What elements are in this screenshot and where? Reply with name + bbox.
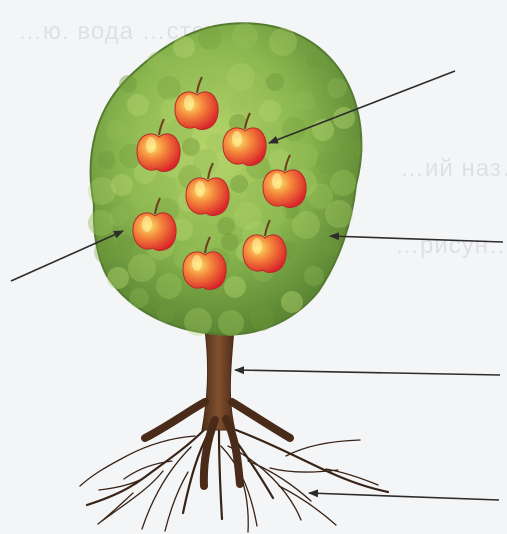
root-branch xyxy=(270,468,338,472)
root-branch xyxy=(219,431,222,519)
trunk xyxy=(145,330,290,486)
apple-highlight xyxy=(184,95,194,111)
leaf-cluster xyxy=(304,266,324,286)
leaf-cluster xyxy=(227,63,255,91)
apple-highlight xyxy=(252,238,262,254)
leaf-cluster xyxy=(321,238,339,256)
leaf-cluster xyxy=(221,233,239,251)
leaf-cluster xyxy=(316,151,340,175)
leaf-cluster xyxy=(339,137,363,161)
leaf-cluster xyxy=(269,28,297,56)
apple-highlight xyxy=(142,216,152,232)
apple-highlight xyxy=(272,173,282,189)
apple-body xyxy=(223,128,266,166)
leaf-cluster xyxy=(107,267,129,289)
apple-highlight xyxy=(146,137,156,153)
leaf-cluster xyxy=(111,174,133,196)
root-branch xyxy=(99,478,144,490)
apple-body xyxy=(133,213,176,251)
apple-body xyxy=(137,134,180,172)
root-branch xyxy=(286,440,360,456)
leaf-cluster xyxy=(198,26,222,50)
root-branch xyxy=(98,493,133,524)
leaf-cluster xyxy=(232,23,258,49)
leaf-cluster xyxy=(295,91,315,111)
leaf-cluster xyxy=(259,100,281,122)
leaf-cluster xyxy=(266,73,284,91)
tree-crown xyxy=(88,23,363,336)
root-branch xyxy=(279,486,336,525)
leaf-cluster xyxy=(119,75,137,93)
apple-highlight xyxy=(192,255,202,271)
leaf-cluster xyxy=(117,235,135,253)
leaf-cluster xyxy=(218,310,244,336)
leaf-cluster xyxy=(157,305,175,323)
leaf-cluster xyxy=(228,93,248,113)
root-branch xyxy=(248,461,311,501)
apple-highlight xyxy=(195,181,205,197)
leaf-cluster xyxy=(327,78,347,98)
crown-arrow xyxy=(330,236,503,242)
leaf-cluster xyxy=(127,94,149,116)
leaf-cluster xyxy=(250,307,274,331)
leaf-cluster xyxy=(224,276,246,298)
root-branch xyxy=(142,447,191,529)
trunk-arrow xyxy=(235,370,500,375)
leaf-cluster xyxy=(307,51,325,69)
apple-body xyxy=(183,252,226,290)
leaf-cluster xyxy=(292,143,318,169)
apple-body xyxy=(263,170,306,208)
leaf-cluster xyxy=(192,66,218,92)
leaf-cluster xyxy=(217,217,235,235)
leaf-cluster xyxy=(157,76,181,100)
leaf-cluster xyxy=(94,240,118,264)
leaf-cluster xyxy=(130,189,150,209)
apple-body xyxy=(186,178,229,216)
leaf-cluster xyxy=(129,288,149,308)
leaf-cluster xyxy=(97,151,115,169)
leaf-cluster xyxy=(128,254,156,282)
leaf-cluster xyxy=(184,308,212,336)
leaf-cluster xyxy=(106,120,126,140)
root-branch xyxy=(236,430,388,492)
roots-arrow xyxy=(309,493,499,500)
leaf-cluster xyxy=(156,273,182,299)
leaf-cluster xyxy=(109,206,129,226)
root-branch xyxy=(326,469,378,485)
leaf-cluster xyxy=(281,291,303,313)
apple-highlight xyxy=(232,131,242,147)
leaf-cluster xyxy=(230,175,248,193)
apple-body xyxy=(243,235,286,273)
leaf-cluster xyxy=(173,36,195,58)
leaf-cluster xyxy=(147,52,167,72)
leaf-cluster xyxy=(330,170,356,196)
apple-body xyxy=(175,92,218,130)
